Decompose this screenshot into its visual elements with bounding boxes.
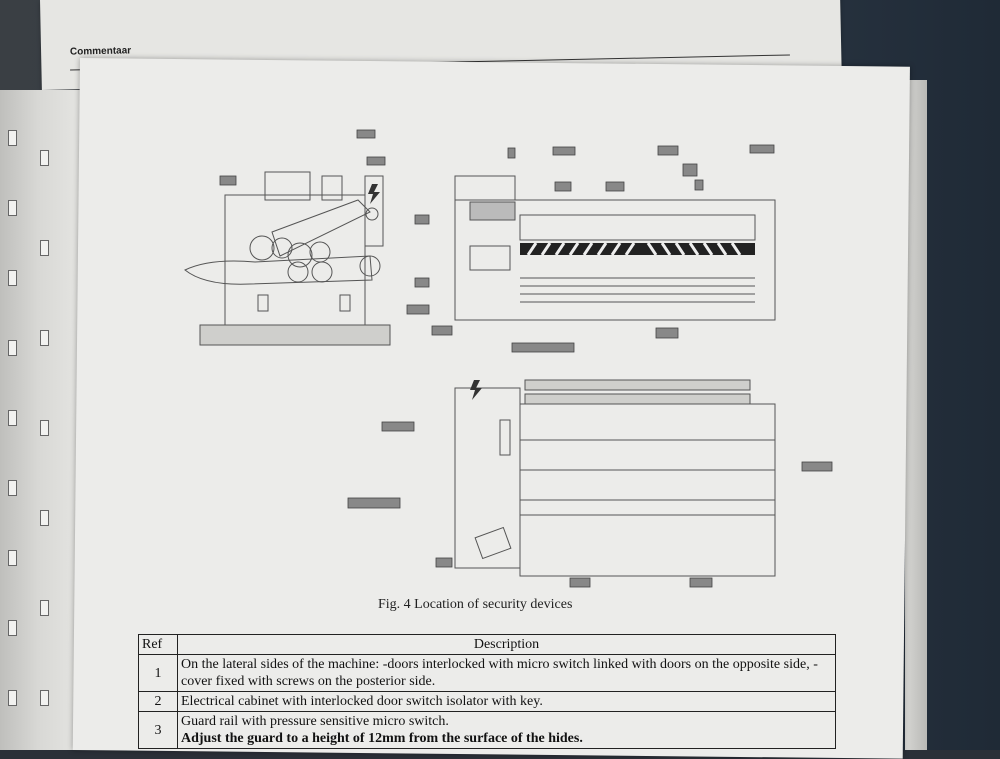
- binder-ring: [8, 270, 17, 286]
- binder-ring: [40, 690, 49, 706]
- front-frame: [454, 199, 776, 321]
- top-view: [454, 379, 776, 577]
- door-handle: [499, 419, 511, 456]
- side-view: [184, 171, 391, 346]
- security-devices-table: Ref Description 1 On the lateral sides o…: [138, 634, 836, 749]
- binder-ring: [8, 480, 17, 496]
- ref-tag-icon: [554, 181, 572, 192]
- ref-tag-icon: [689, 577, 713, 588]
- table-row: 1 On the lateral sides of the machine: -…: [138, 654, 836, 692]
- binder-ring: [40, 240, 49, 256]
- machine-body: [224, 194, 366, 326]
- drive-belt: [271, 199, 371, 257]
- roller: [287, 242, 313, 268]
- table-row: 2 Electrical cabinet with interlocked do…: [138, 691, 836, 712]
- ref-tag-icon: [366, 156, 386, 166]
- ref-tag-icon: [655, 327, 679, 339]
- binder-ring: [8, 410, 17, 426]
- description-text: Guard rail with pressure sensitive micro…: [181, 714, 449, 729]
- binder-ring: [40, 600, 49, 616]
- ref-tag-icon: [414, 214, 430, 225]
- machine-base: [199, 324, 391, 346]
- ref-tag-icon: [347, 497, 401, 509]
- ref-tag-icon: [569, 577, 591, 588]
- description-cell: Guard rail with pressure sensitive micro…: [177, 711, 836, 749]
- table-header-row: Ref Description: [138, 634, 836, 655]
- ref-tag-icon: [682, 163, 698, 177]
- security-tags: [219, 129, 833, 588]
- panel-mark: [257, 294, 269, 312]
- top-roller: [524, 393, 751, 405]
- high-voltage-icon: [368, 184, 380, 204]
- ref-tag-icon: [749, 144, 775, 154]
- ref-tag-icon: [605, 181, 625, 192]
- ref-tag-icon: [381, 421, 415, 432]
- isolator-box: [474, 526, 512, 560]
- page-stack-edge: [905, 80, 927, 750]
- front-view: [454, 175, 776, 321]
- binder-ring: [8, 620, 17, 636]
- warning-symbols: [368, 184, 482, 400]
- ref-tag-icon: [406, 304, 430, 315]
- figure-caption: Fig. 4 Location of security devices: [378, 597, 573, 612]
- description-note: Adjust the guard to a height of 12mm fro…: [181, 731, 583, 746]
- ref-cell: 3: [138, 711, 178, 749]
- binder-ring: [40, 420, 49, 436]
- upper-guard: [519, 214, 756, 241]
- high-voltage-icon: [470, 380, 482, 400]
- ref-tag-icon: [435, 557, 453, 568]
- top-module: [454, 175, 516, 201]
- hazard-stripes: [526, 242, 742, 256]
- binder-ring: [40, 150, 49, 166]
- control-panel: [469, 201, 516, 221]
- binder-ring: [8, 550, 17, 566]
- roller: [311, 261, 333, 283]
- top-view-cabinet: [454, 387, 521, 569]
- ref-tag-icon: [511, 342, 575, 353]
- roller: [249, 235, 275, 261]
- conveyor-belt: [184, 255, 373, 285]
- binder-ring: [40, 330, 49, 346]
- description-cell: On the lateral sides of the machine: -do…: [177, 654, 836, 692]
- top-view-frame: [519, 403, 776, 577]
- side-panel: [364, 175, 384, 247]
- description-cell: Electrical cabinet with interlocked door…: [177, 691, 836, 712]
- cabinet-door: [469, 245, 511, 271]
- binder-ring: [8, 690, 17, 706]
- binder-ring: [8, 340, 17, 356]
- ref-tag-icon: [657, 145, 679, 156]
- binder-ring: [8, 200, 17, 216]
- ref-tag-icon: [507, 147, 516, 159]
- ref-tag-icon: [552, 146, 576, 156]
- roller: [271, 237, 293, 259]
- ref-column-header: Ref: [138, 634, 178, 655]
- ref-tag-icon: [219, 175, 237, 186]
- roller: [287, 261, 309, 283]
- panel-mark: [339, 294, 351, 312]
- binder-ring: [40, 510, 49, 526]
- ref-cell: 2: [138, 691, 178, 712]
- ref-tag-icon: [431, 325, 453, 336]
- ref-tag-icon: [694, 179, 704, 191]
- top-housing: [264, 171, 311, 201]
- top-box: [321, 175, 343, 201]
- ref-tag-icon: [414, 277, 430, 288]
- description-column-header: Description: [177, 634, 836, 655]
- top-roller: [524, 379, 751, 391]
- ref-tag-icon: [801, 461, 833, 472]
- ref-cell: 1: [138, 654, 178, 692]
- table-row: 3 Guard rail with pressure sensitive mic…: [138, 711, 836, 749]
- binder-ring: [8, 130, 17, 146]
- ref-tag-icon: [356, 129, 376, 139]
